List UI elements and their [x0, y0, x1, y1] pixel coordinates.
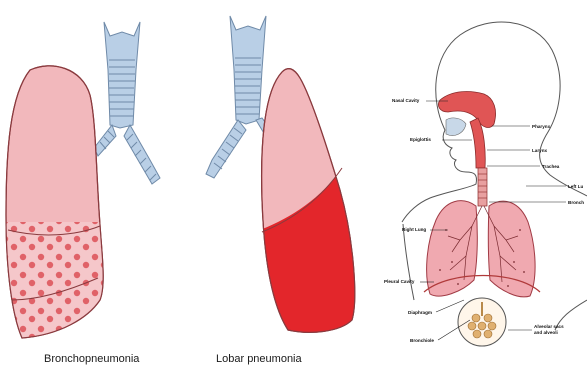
lobar-pneumonia-lung	[255, 69, 370, 345]
right-lung-shape	[427, 201, 478, 296]
bronchopneumonia-lung	[0, 66, 120, 352]
label-pharynx: Pharynx	[532, 124, 551, 129]
bronchopneumonia-panel: Bronchopneumonia	[0, 22, 160, 365]
label-left-lung: Left Lu	[568, 184, 584, 189]
label-diaphragm: Diaphragm	[408, 310, 432, 315]
trachea-illustration	[94, 22, 160, 184]
bronchopneumonia-caption: Bronchopneumonia	[44, 353, 140, 365]
infected-lobe-spots	[0, 222, 120, 352]
lobar-pneumonia-caption: Lobar pneumonia	[216, 353, 303, 365]
alveoli-inset	[458, 298, 506, 346]
label-epiglottis: Epiglottis	[410, 137, 431, 142]
label-trachea: Trachea	[542, 164, 560, 169]
label-pleural-cavity: Pleural Cavity	[384, 279, 415, 284]
label-alveolar-sacs-2: and alveoli	[534, 330, 558, 335]
label-bronchi: Bronch	[568, 200, 584, 205]
respiratory-system-panel: Nasal Cavity Pharynx Epiglottis Larynx T…	[384, 22, 587, 346]
label-alveolar-sacs: Alveolar sacs	[534, 324, 564, 329]
label-larynx: Larynx	[532, 148, 548, 153]
lobar-pneumonia-panel: Lobar pneumonia	[206, 16, 370, 365]
label-nasal-cavity: Nasal Cavity	[392, 98, 420, 103]
label-bronchiole: Bronchiole	[410, 338, 434, 343]
label-right-lung: Right Lung	[402, 227, 426, 232]
